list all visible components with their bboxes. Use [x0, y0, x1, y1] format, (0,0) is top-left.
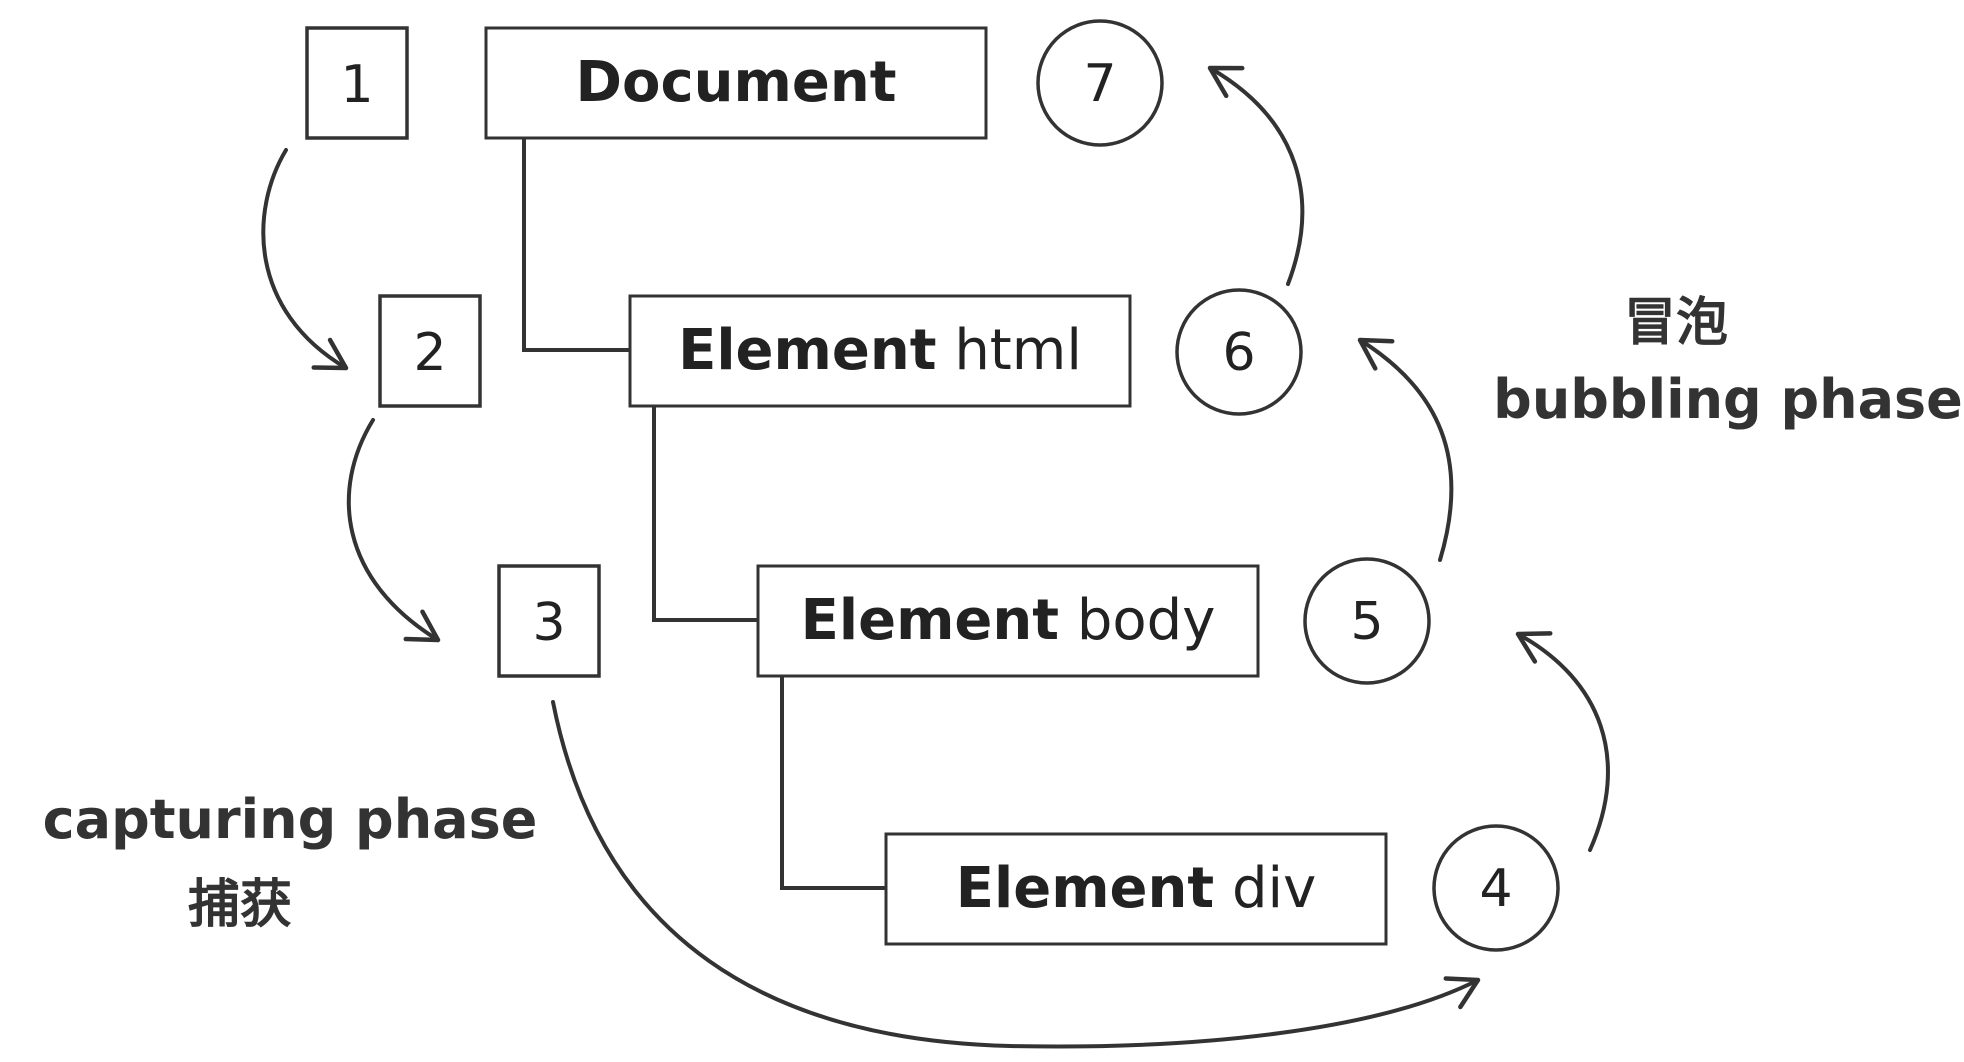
bubbling-phase-label-cn: 冒泡	[1624, 293, 1728, 353]
svg-text:Document: Document	[576, 50, 897, 115]
node-html-label-rest: html	[937, 318, 1082, 383]
node-document-label: Document	[576, 50, 897, 115]
tree-connector-body-div	[780, 676, 886, 890]
svg-text:Element html: Element html	[678, 318, 1082, 383]
bubble-arrow-5-to-6	[1357, 337, 1454, 562]
capture-step-3: 3	[497, 564, 601, 678]
node-document: Document	[484, 26, 988, 140]
bubble-step-7-label: 7	[1083, 54, 1116, 114]
capture-arrow-1-to-2	[261, 148, 349, 371]
bubble-step-6-label: 6	[1222, 323, 1255, 383]
capture-arrow-2-to-3	[346, 418, 441, 643]
node-body-label-rest: body	[1059, 588, 1215, 653]
capture-step-2: 2	[378, 294, 482, 408]
capture-step-2-label: 2	[413, 323, 446, 383]
bubble-step-5-label: 5	[1350, 592, 1383, 652]
tree-connector-html-body	[652, 407, 758, 622]
node-body: Element body	[756, 564, 1260, 678]
bubble-step-4: 4	[1432, 824, 1560, 952]
bubble-step-6: 6	[1175, 288, 1303, 416]
svg-text:Element div: Element div	[956, 856, 1316, 921]
capture-step-3-label: 3	[532, 593, 565, 653]
bubble-step-7: 7	[1036, 19, 1164, 147]
capture-step-1-label: 1	[340, 55, 373, 115]
bubble-arrow-6-to-7	[1207, 65, 1305, 286]
node-body-label-strong: Element	[801, 588, 1059, 653]
node-div: Element div	[884, 832, 1388, 946]
bubbling-phase-label: bubbling phase	[1493, 368, 1963, 431]
capture-step-1: 1	[305, 26, 409, 140]
capturing-phase-label: capturing phase	[43, 788, 538, 851]
svg-text:Element body: Element body	[801, 588, 1216, 653]
tree-connector-document-html	[522, 138, 630, 352]
bubble-arrow-4-to-5	[1515, 631, 1610, 852]
capturing-phase-label-cn: 捕获	[188, 875, 292, 935]
node-div-label-rest: div	[1214, 856, 1316, 921]
bubble-step-4-label: 4	[1479, 859, 1512, 919]
node-div-label-strong: Element	[956, 856, 1214, 921]
bubble-step-5: 5	[1303, 557, 1431, 685]
capture-arrow-3-to-4	[551, 700, 1481, 1049]
node-html: Element html	[628, 294, 1132, 408]
node-html-label-strong: Element	[678, 318, 936, 383]
